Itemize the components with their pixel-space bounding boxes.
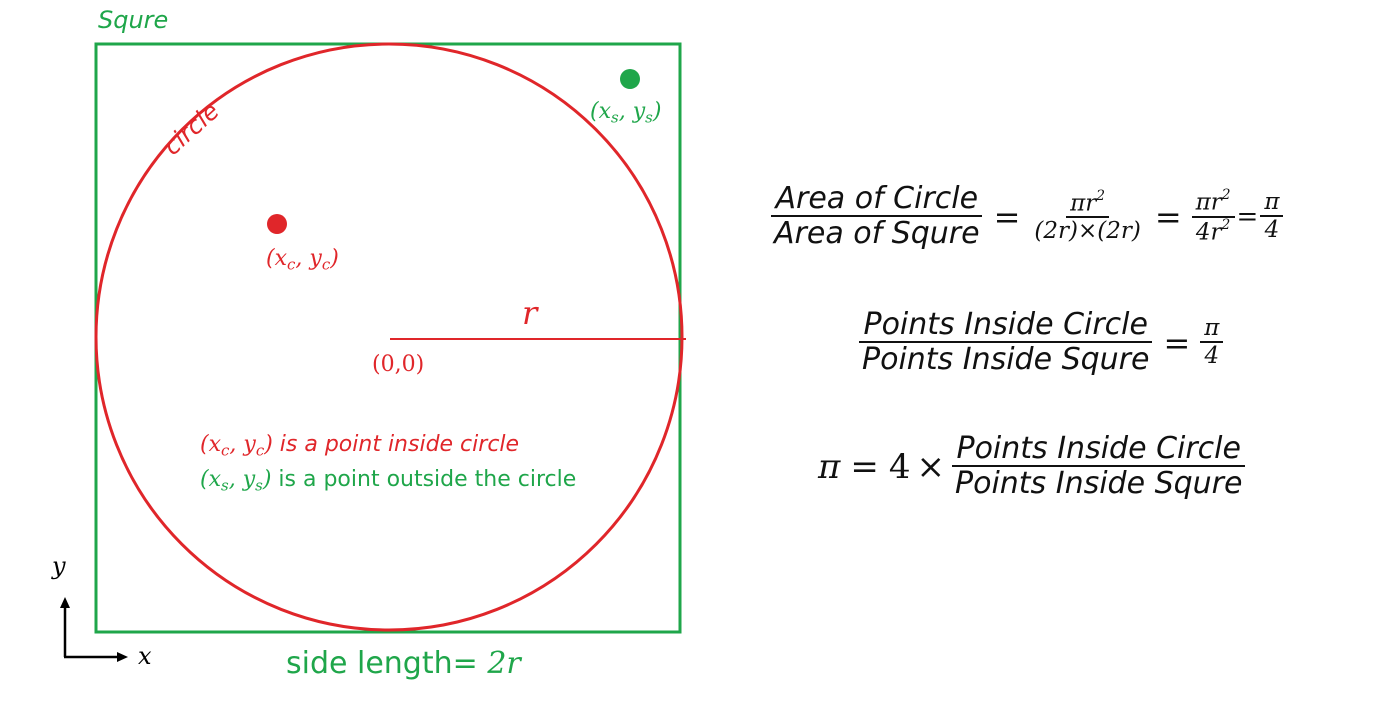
point-outside-label: (xs, ys) — [590, 99, 662, 127]
point-inside-label: (xc, yc) — [266, 246, 339, 274]
area-fraction: Area of Circle Area of Squre — [770, 182, 984, 252]
point-outside-dot — [620, 69, 640, 89]
pi-r2-over-4r2-fraction: πr2 4r2 — [1191, 187, 1235, 245]
equation-pi-estimate: π = 4 × Points Inside Circle Points Insi… — [818, 432, 1246, 502]
x-axis-arrowhead — [117, 652, 128, 662]
point-inside-dot — [267, 214, 287, 234]
inside-note: (xc, yc) is a point inside circle — [200, 432, 520, 460]
circle-shape — [94, 42, 684, 632]
square-label: Squre — [98, 6, 169, 34]
y-axis-arrowhead — [60, 597, 70, 608]
pi-over-4-rhs-fraction: π 4 — [1200, 315, 1224, 370]
pi-over-4-fraction: π 4 — [1260, 189, 1284, 244]
radius-label: r — [522, 294, 538, 332]
side-length-label: side length= 2r — [286, 646, 521, 681]
pi-r2-over-2r2r-fraction: πr2 (2r)×(2r) — [1034, 187, 1141, 245]
origin-label: (0,0) — [372, 352, 425, 377]
equation-area-ratio: Area of Circle Area of Squre = πr2 (2r)×… — [770, 182, 1284, 252]
pi-points-fraction: Points Inside Circle Points Inside Squre — [951, 432, 1246, 502]
axis-y-label: y — [52, 552, 66, 580]
points-fraction: Points Inside Circle Points Inside Squre — [858, 308, 1153, 378]
axis-x-label: x — [138, 642, 152, 670]
outside-note: (xs, ys) is a point outside the circle — [200, 467, 577, 495]
equation-points-ratio: Points Inside Circle Points Inside Squre… — [858, 308, 1224, 378]
